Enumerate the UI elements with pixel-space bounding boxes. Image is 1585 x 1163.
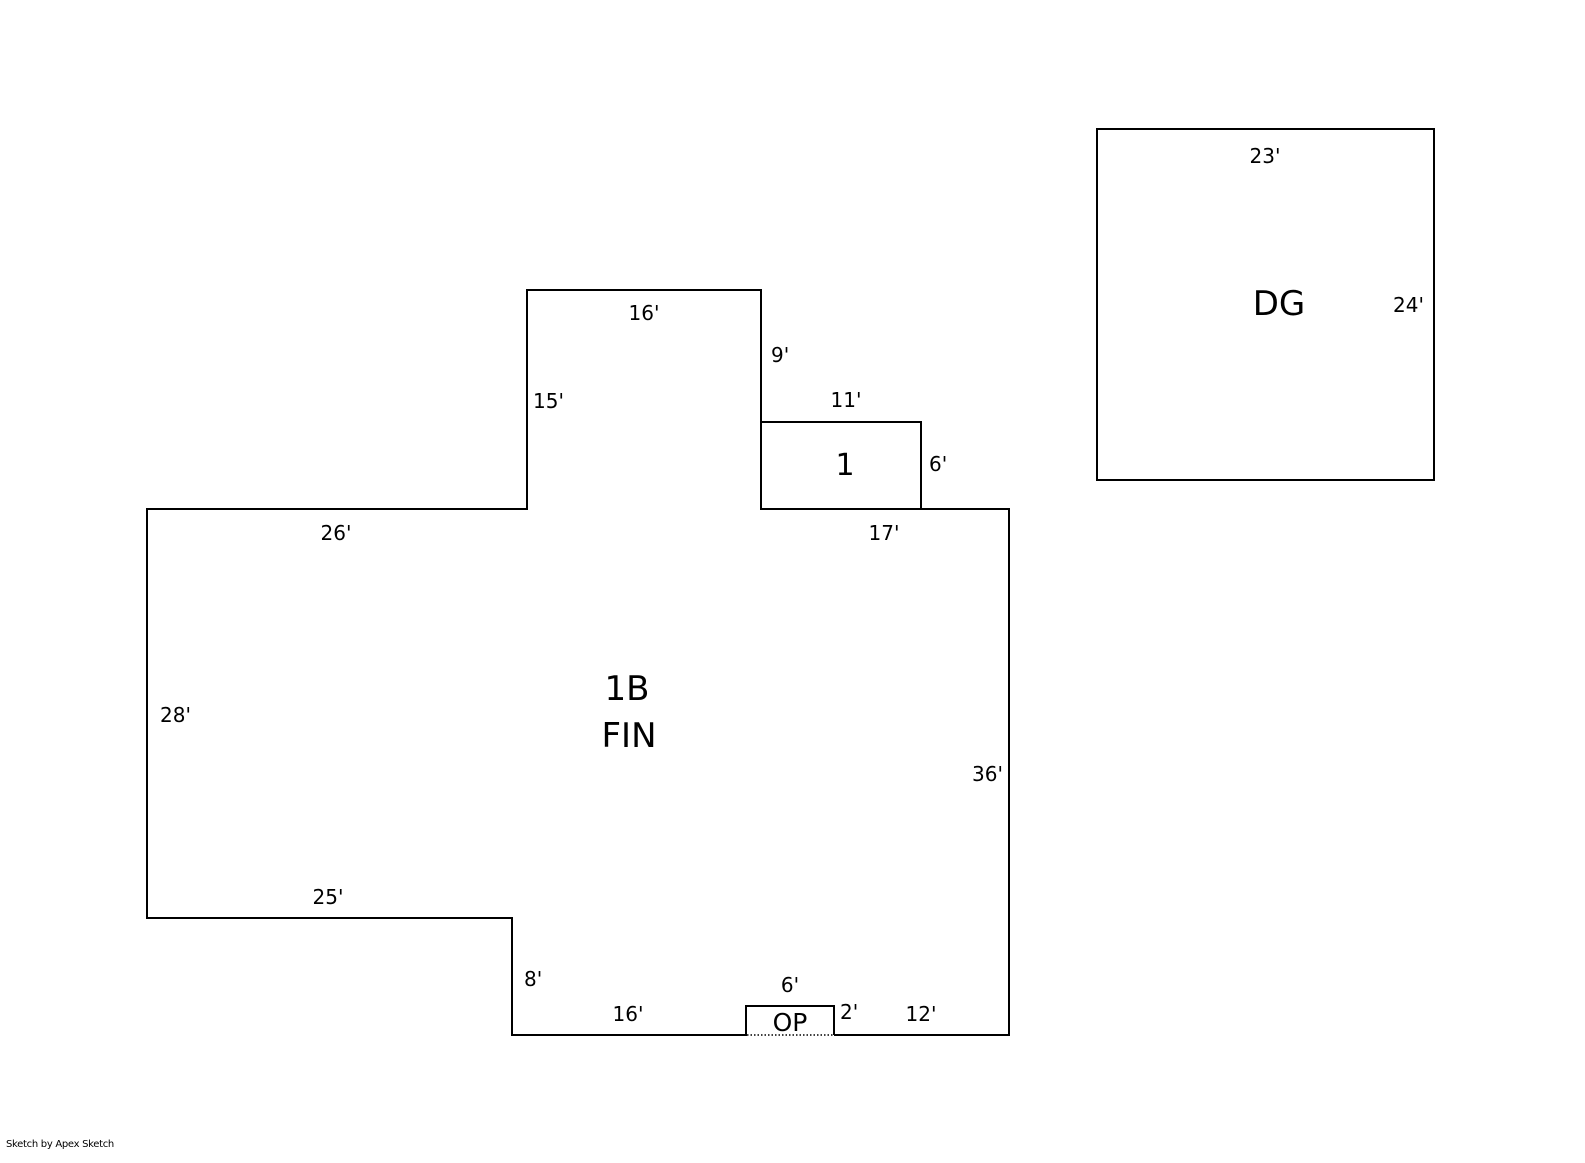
- main-area-label-type: FIN: [601, 716, 656, 756]
- dim-main-top-left: 26': [321, 521, 352, 545]
- dim-main-notch-right: 8': [524, 967, 542, 991]
- sketch-credit: Sketch by Apex Sketch: [6, 1139, 114, 1150]
- dim-garage-top: 23': [1250, 144, 1281, 168]
- main-house-outline: [146, 289, 1010, 1036]
- dim-room-1-top: 11': [831, 388, 862, 412]
- dim-room-1-right: 6': [929, 452, 947, 476]
- dim-porch-top: 6': [781, 973, 799, 997]
- dim-porch-side: 2': [840, 1000, 858, 1024]
- dim-main-bottom-mid: 16': [613, 1002, 644, 1026]
- dim-main-bump-right: 9': [771, 343, 789, 367]
- garage-label: DG: [1253, 284, 1306, 324]
- porch-label: OP: [773, 1008, 808, 1037]
- dim-main-left: 28': [160, 703, 191, 727]
- garage-outline: [1096, 128, 1435, 481]
- dim-main-bottom-right: 12': [906, 1002, 937, 1026]
- room-1-label: 1: [835, 448, 854, 483]
- room-1-outline: [760, 421, 922, 510]
- dim-main-notch-bottom: 25': [313, 885, 344, 909]
- dim-garage-right: 24': [1393, 293, 1424, 317]
- main-area-label-code: 1B: [605, 669, 650, 709]
- dim-main-bump-top: 16': [629, 301, 660, 325]
- dim-main-right: 36': [972, 762, 1003, 786]
- porch-outline: [745, 1005, 835, 1035]
- dim-main-bump-left: 15': [533, 389, 564, 413]
- dim-main-top-right: 17': [869, 521, 900, 545]
